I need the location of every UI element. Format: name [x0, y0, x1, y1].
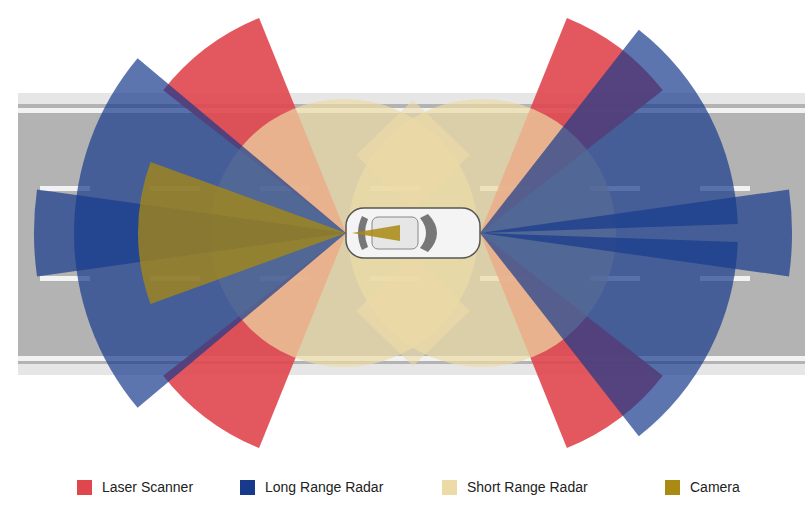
legend-swatch	[442, 480, 457, 495]
legend-text: Long Range Radar	[265, 479, 383, 495]
legend-text: Camera	[690, 479, 740, 495]
car-windshield	[420, 214, 437, 252]
car-rear-camera	[352, 225, 400, 241]
legend-item: Short Range Radar	[442, 476, 588, 498]
legend-item: Long Range Radar	[240, 476, 383, 498]
legend-text: Short Range Radar	[467, 479, 588, 495]
legend-text: Laser Scanner	[102, 479, 193, 495]
legend: Laser Scanner Long Range Radar Short Range…	[0, 476, 805, 500]
legend-item: Laser Scanner	[77, 476, 193, 498]
sensor-coverage-illustration	[0, 0, 805, 470]
car-body	[346, 208, 480, 258]
camera-area	[138, 162, 346, 304]
short-range-radar-area	[356, 256, 470, 366]
long-range-radar-area	[480, 190, 792, 277]
legend-swatch	[77, 480, 92, 495]
legend-swatch	[240, 480, 255, 495]
coverage-areas	[34, 18, 792, 448]
legend-swatch	[665, 480, 680, 495]
legend-item: Camera	[665, 476, 740, 498]
car	[346, 208, 480, 258]
short-range-radar-area	[356, 100, 470, 210]
